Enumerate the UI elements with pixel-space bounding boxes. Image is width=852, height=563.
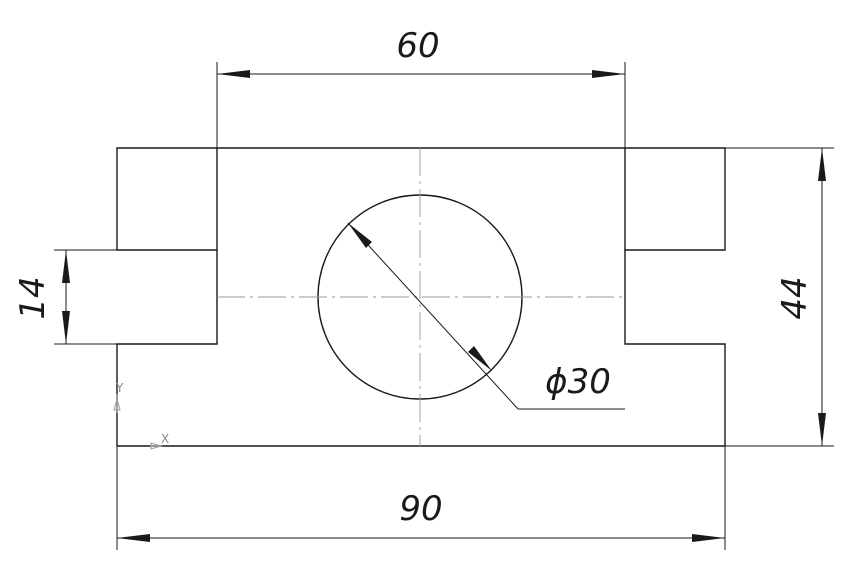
coordinate-axis-marker: Y X: [113, 381, 169, 450]
dim-14-arrow-top: [62, 250, 70, 283]
dim-diameter-label: ϕ30: [545, 362, 611, 402]
dim-90-arrow-right: [692, 534, 725, 542]
dim-14-label: 14: [13, 276, 53, 319]
dim-60-arrow-left: [217, 70, 250, 78]
dim-44-label: 44: [775, 276, 815, 319]
dim-diameter-arrow-lower: [468, 346, 492, 371]
y-axis-label: Y: [115, 381, 124, 395]
dim-diameter-line: [347, 222, 519, 410]
dim-44-arrow-top: [818, 148, 826, 181]
y-axis-marker-arrow: [113, 397, 121, 411]
dim-90-label: 90: [399, 489, 442, 529]
dim-60-label: 60: [396, 26, 439, 66]
dim-diameter-arrow-upper: [348, 223, 372, 248]
part-outline: [116, 147, 726, 447]
x-axis-marker-arrow: [150, 442, 163, 450]
dim-14-arrow-bottom: [62, 311, 70, 344]
dim-90-arrow-left: [117, 534, 150, 542]
x-axis-label: X: [161, 432, 169, 446]
dim-60-arrow-right: [592, 70, 625, 78]
dim-44-arrow-bottom: [818, 413, 826, 446]
